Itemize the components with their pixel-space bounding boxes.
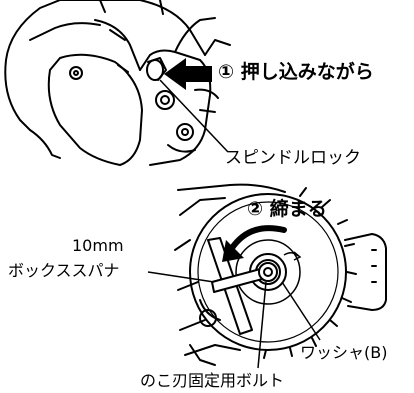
saw-head-illustration: [4, 0, 231, 166]
bolt-label: のこ刃固定用ボルト: [140, 371, 285, 390]
washer-label: ワッシャ(B): [300, 343, 388, 362]
wrench-name-label: ボックススパナ: [8, 261, 120, 280]
wrench-size-label: 10mm: [72, 236, 124, 255]
step1-label: ① 押し込みながら: [218, 61, 374, 83]
washer-leader: [281, 281, 321, 341]
step2-label: ② 締まる: [247, 198, 327, 220]
small-rotation-arrowhead: [293, 251, 302, 261]
spindle-lock-label: スピンドルロック: [225, 148, 361, 168]
blade-illustration: [174, 183, 387, 366]
box-wrench-illustration: [207, 237, 278, 335]
tighten-arrow-icon: [222, 225, 287, 262]
bolt-leader: [257, 281, 267, 369]
wrench-leader: [147, 271, 215, 283]
spindle-lock-leader: [159, 79, 229, 153]
push-arrow-icon: [164, 58, 212, 90]
